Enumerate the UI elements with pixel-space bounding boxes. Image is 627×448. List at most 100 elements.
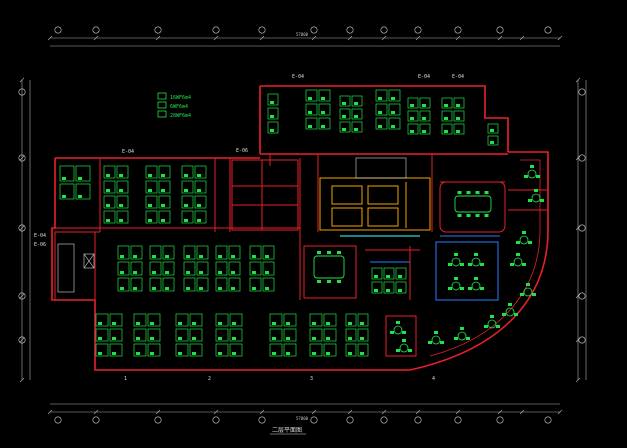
- chair: [532, 293, 536, 296]
- chair: [474, 253, 478, 256]
- chair: [444, 130, 448, 133]
- desk: [194, 180, 207, 194]
- table-top: [531, 193, 541, 203]
- dimension-tick: [415, 35, 421, 41]
- chair: [391, 111, 395, 114]
- desk: [215, 313, 229, 327]
- chair: [192, 337, 196, 340]
- chair: [133, 271, 137, 274]
- desk: [189, 313, 203, 327]
- dimension-tick: [497, 35, 503, 41]
- round-table: [528, 189, 544, 203]
- chair: [408, 349, 412, 352]
- desk: [181, 165, 194, 179]
- desk: [181, 180, 194, 194]
- chair: [119, 189, 123, 192]
- workstation-cluster: [133, 313, 161, 357]
- chair: [466, 214, 471, 217]
- chair: [337, 251, 341, 254]
- chair: [98, 322, 102, 325]
- desk: [228, 245, 241, 260]
- desk: [267, 107, 279, 120]
- desk: [116, 195, 129, 209]
- chair: [265, 255, 269, 258]
- chair: [456, 130, 460, 133]
- desk: [215, 328, 229, 342]
- desk: [357, 313, 369, 327]
- desk: [133, 328, 147, 342]
- desk: [318, 103, 331, 116]
- chair: [112, 352, 116, 355]
- chair: [106, 204, 110, 207]
- desk: [351, 121, 363, 133]
- chair: [444, 117, 448, 120]
- workstation-cluster: [59, 165, 91, 200]
- legend-item: 6WF6m4: [157, 101, 188, 110]
- chair: [148, 189, 152, 192]
- desk: [145, 165, 158, 179]
- desk: [395, 267, 407, 280]
- chair: [252, 255, 256, 258]
- workstation-cluster: [371, 267, 395, 294]
- chair: [197, 219, 201, 222]
- workstation-cluster: [103, 165, 129, 224]
- desk: [357, 328, 369, 342]
- chair: [165, 255, 169, 258]
- dimension-tick: [155, 35, 161, 41]
- chair: [326, 322, 330, 325]
- desk: [116, 165, 129, 179]
- chair: [454, 253, 458, 256]
- chair: [218, 287, 222, 290]
- desk: [103, 180, 116, 194]
- dimension-tick: [47, 409, 53, 415]
- axis-bubble: [380, 416, 388, 424]
- chair: [231, 271, 235, 274]
- chair: [308, 125, 312, 128]
- chair: [106, 174, 110, 177]
- chair: [460, 287, 464, 290]
- chair: [484, 191, 489, 194]
- chair: [218, 271, 222, 274]
- dimension-tick: [415, 409, 421, 415]
- round-table: [428, 331, 444, 345]
- chair: [490, 141, 494, 144]
- desk: [59, 183, 75, 200]
- chair: [534, 189, 538, 192]
- axis-bubble: [212, 26, 220, 34]
- dimension-tick: [19, 293, 25, 299]
- chair: [265, 287, 269, 290]
- chair: [152, 255, 156, 258]
- desk: [162, 245, 175, 260]
- chair: [308, 111, 312, 114]
- meeting-table: [454, 191, 492, 217]
- chair: [475, 214, 480, 217]
- chair: [321, 125, 325, 128]
- drawing-title: 二层平面图: [270, 427, 306, 435]
- dimension-tick: [213, 35, 219, 41]
- chair: [119, 219, 123, 222]
- desk: [407, 123, 419, 135]
- desk: [103, 195, 116, 209]
- chair: [490, 315, 494, 318]
- chair: [133, 255, 137, 258]
- chair: [265, 271, 269, 274]
- axis-bubble: [18, 292, 26, 300]
- chair: [199, 271, 203, 274]
- chair: [178, 337, 182, 340]
- desk: [109, 343, 123, 357]
- legend-item: 16WF6m4: [157, 92, 191, 101]
- chair: [199, 287, 203, 290]
- axis-number: 1: [124, 376, 127, 382]
- chair: [98, 352, 102, 355]
- grid-axis-bubbles: [18, 26, 586, 424]
- axis-bubble: [496, 26, 504, 34]
- desk: [357, 343, 369, 357]
- axis-bubble: [578, 292, 586, 300]
- chair: [186, 255, 190, 258]
- chair: [466, 191, 471, 194]
- dimension-tick: [93, 35, 99, 41]
- desk: [269, 328, 283, 342]
- chair: [348, 352, 352, 355]
- chair: [386, 275, 390, 278]
- axis-bubble: [414, 26, 422, 34]
